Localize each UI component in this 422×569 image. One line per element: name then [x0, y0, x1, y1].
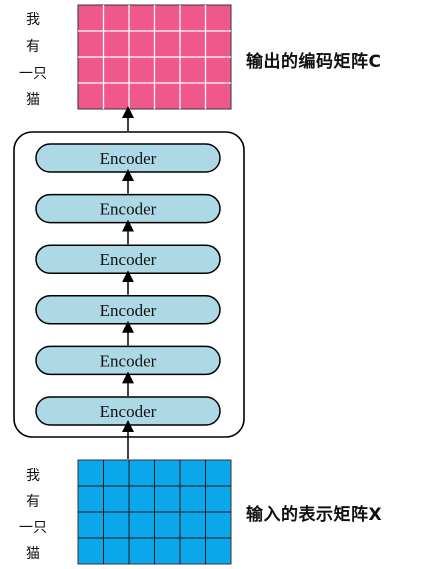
encoder-label: Encoder — [100, 301, 157, 320]
output-caption: 输出的编码矩阵C — [246, 52, 382, 72]
output-matrix — [77, 4, 232, 110]
encoder-label: Encoder — [100, 250, 157, 269]
output-token-2: 有 — [26, 39, 40, 55]
encoder-layers: EncoderEncoderEncoderEncoderEncoderEncod… — [35, 143, 221, 426]
encoder-label: Encoder — [100, 351, 157, 370]
encoder-label: Encoder — [100, 200, 157, 219]
output-token-3: 一只 — [19, 66, 47, 82]
output-token-1: 我 — [26, 12, 40, 28]
input-token-2: 有 — [26, 494, 40, 510]
encoder-layer-2: Encoder — [35, 345, 221, 376]
encoder-layer-1: Encoder — [35, 396, 221, 426]
encoder-label: Encoder — [100, 402, 157, 421]
output-token-4: 猫 — [26, 92, 40, 108]
encoder-layer-5: Encoder — [35, 193, 221, 224]
encoder-layer-3: Encoder — [35, 295, 221, 325]
input-matrix — [77, 459, 232, 565]
input-token-3: 一只 — [19, 520, 47, 536]
encoder-layer-4: Encoder — [35, 244, 221, 274]
input-token-4: 猫 — [26, 546, 40, 562]
input-token-1: 我 — [26, 468, 40, 484]
encoder-stack-container — [13, 131, 245, 438]
encoder-label: Encoder — [100, 149, 157, 168]
encoder-layer-6: Encoder — [35, 143, 221, 173]
input-caption: 输入的表示矩阵X — [246, 505, 383, 525]
